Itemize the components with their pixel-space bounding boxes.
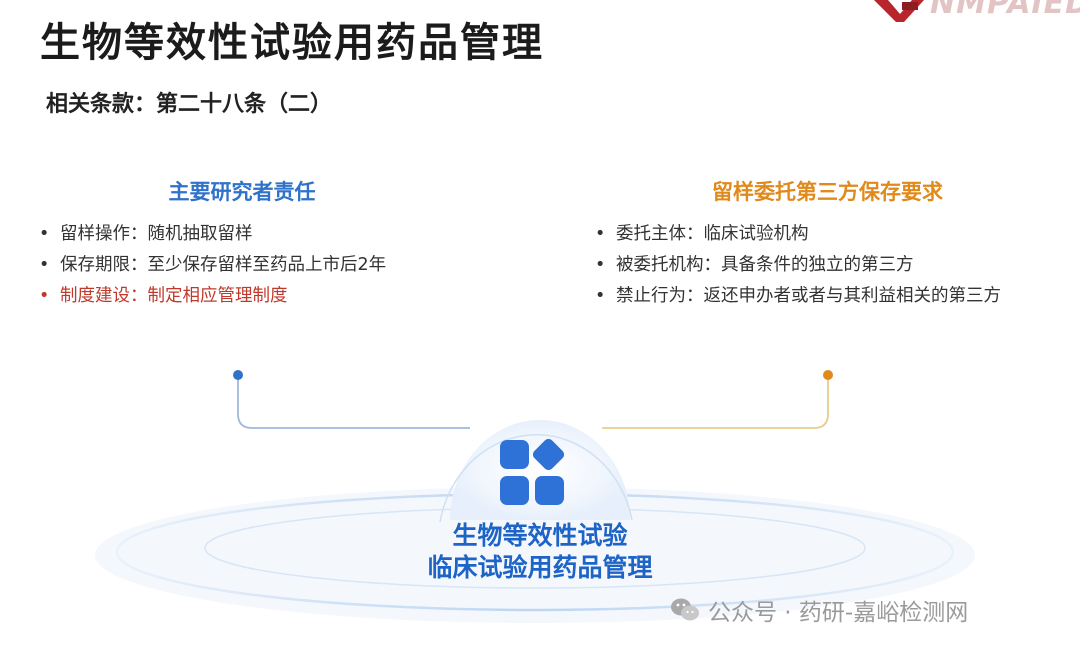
- list-item-highlighted: • 制度建设：制定相应管理制度: [38, 281, 386, 312]
- hub-label-line1: 生物等效性试验: [452, 521, 628, 550]
- right-heading: 留样委托第三方保存要求: [712, 180, 943, 204]
- nmpa-logo-icon: [874, 0, 924, 22]
- page-title: 生物等效性试验用药品管理: [40, 20, 544, 66]
- watermark-text: 公众号 · 药研-嘉峪检测网: [708, 600, 969, 626]
- list-item-label: 制度建设：制定相应管理制度: [60, 286, 288, 306]
- logo-text: NMPAIED: [930, 0, 1080, 21]
- wechat-icon: [671, 598, 699, 621]
- nmpa-logo: NMPAIED: [874, 0, 1080, 22]
- left-heading: 主要研究者责任: [168, 180, 316, 204]
- list-item: • 禁止行为：返还申办者或者与其利益相关的第三方: [594, 281, 1001, 312]
- list-item-label: 保存期限：至少保存留样至药品上市后2年: [60, 255, 387, 275]
- left-connector-dot: [233, 370, 243, 380]
- left-bullet-list: • 留样操作：随机抽取留样 • 保存期限：至少保存留样至药品上市后2年 • 制度建设：…: [38, 219, 386, 312]
- list-item-label: 禁止行为：返还申办者或者与其利益相关的第三方: [616, 286, 1001, 306]
- app-grid-icon: [500, 438, 565, 505]
- bullet-icon: •: [39, 224, 50, 244]
- list-item-label: 被委托机构：具备条件的独立的第三方: [616, 255, 914, 275]
- base-platform: [95, 487, 975, 623]
- list-item: • 被委托机构：具备条件的独立的第三方: [594, 250, 1001, 281]
- bullet-icon: •: [39, 286, 50, 306]
- bullet-icon: •: [39, 255, 50, 275]
- bullet-icon: •: [595, 224, 606, 244]
- bullet-icon: •: [595, 286, 606, 306]
- right-connector-line: [602, 376, 829, 429]
- hub-label-line2: 临床试验用药品管理: [427, 553, 653, 582]
- clause-label: 相关条款：第二十八条（二）: [46, 92, 333, 117]
- right-connector-dot: [823, 370, 833, 380]
- hub-dome-outline: [439, 433, 633, 523]
- left-connector-line: [237, 376, 470, 429]
- right-bullet-list: • 委托主体：临床试验机构 • 被委托机构：具备条件的独立的第三方 • 禁止行为：返还…: [594, 219, 1001, 312]
- list-item: • 委托主体：临床试验机构: [594, 219, 1001, 250]
- list-item: • 保存期限：至少保存留样至药品上市后2年: [38, 250, 386, 281]
- list-item-label: 委托主体：临床试验机构: [616, 224, 809, 244]
- bullet-icon: •: [595, 255, 606, 275]
- watermark: 公众号 · 药研-嘉峪检测网: [670, 590, 968, 630]
- list-item-label: 留样操作：随机抽取留样: [60, 224, 253, 244]
- list-item: • 留样操作：随机抽取留样: [38, 219, 386, 250]
